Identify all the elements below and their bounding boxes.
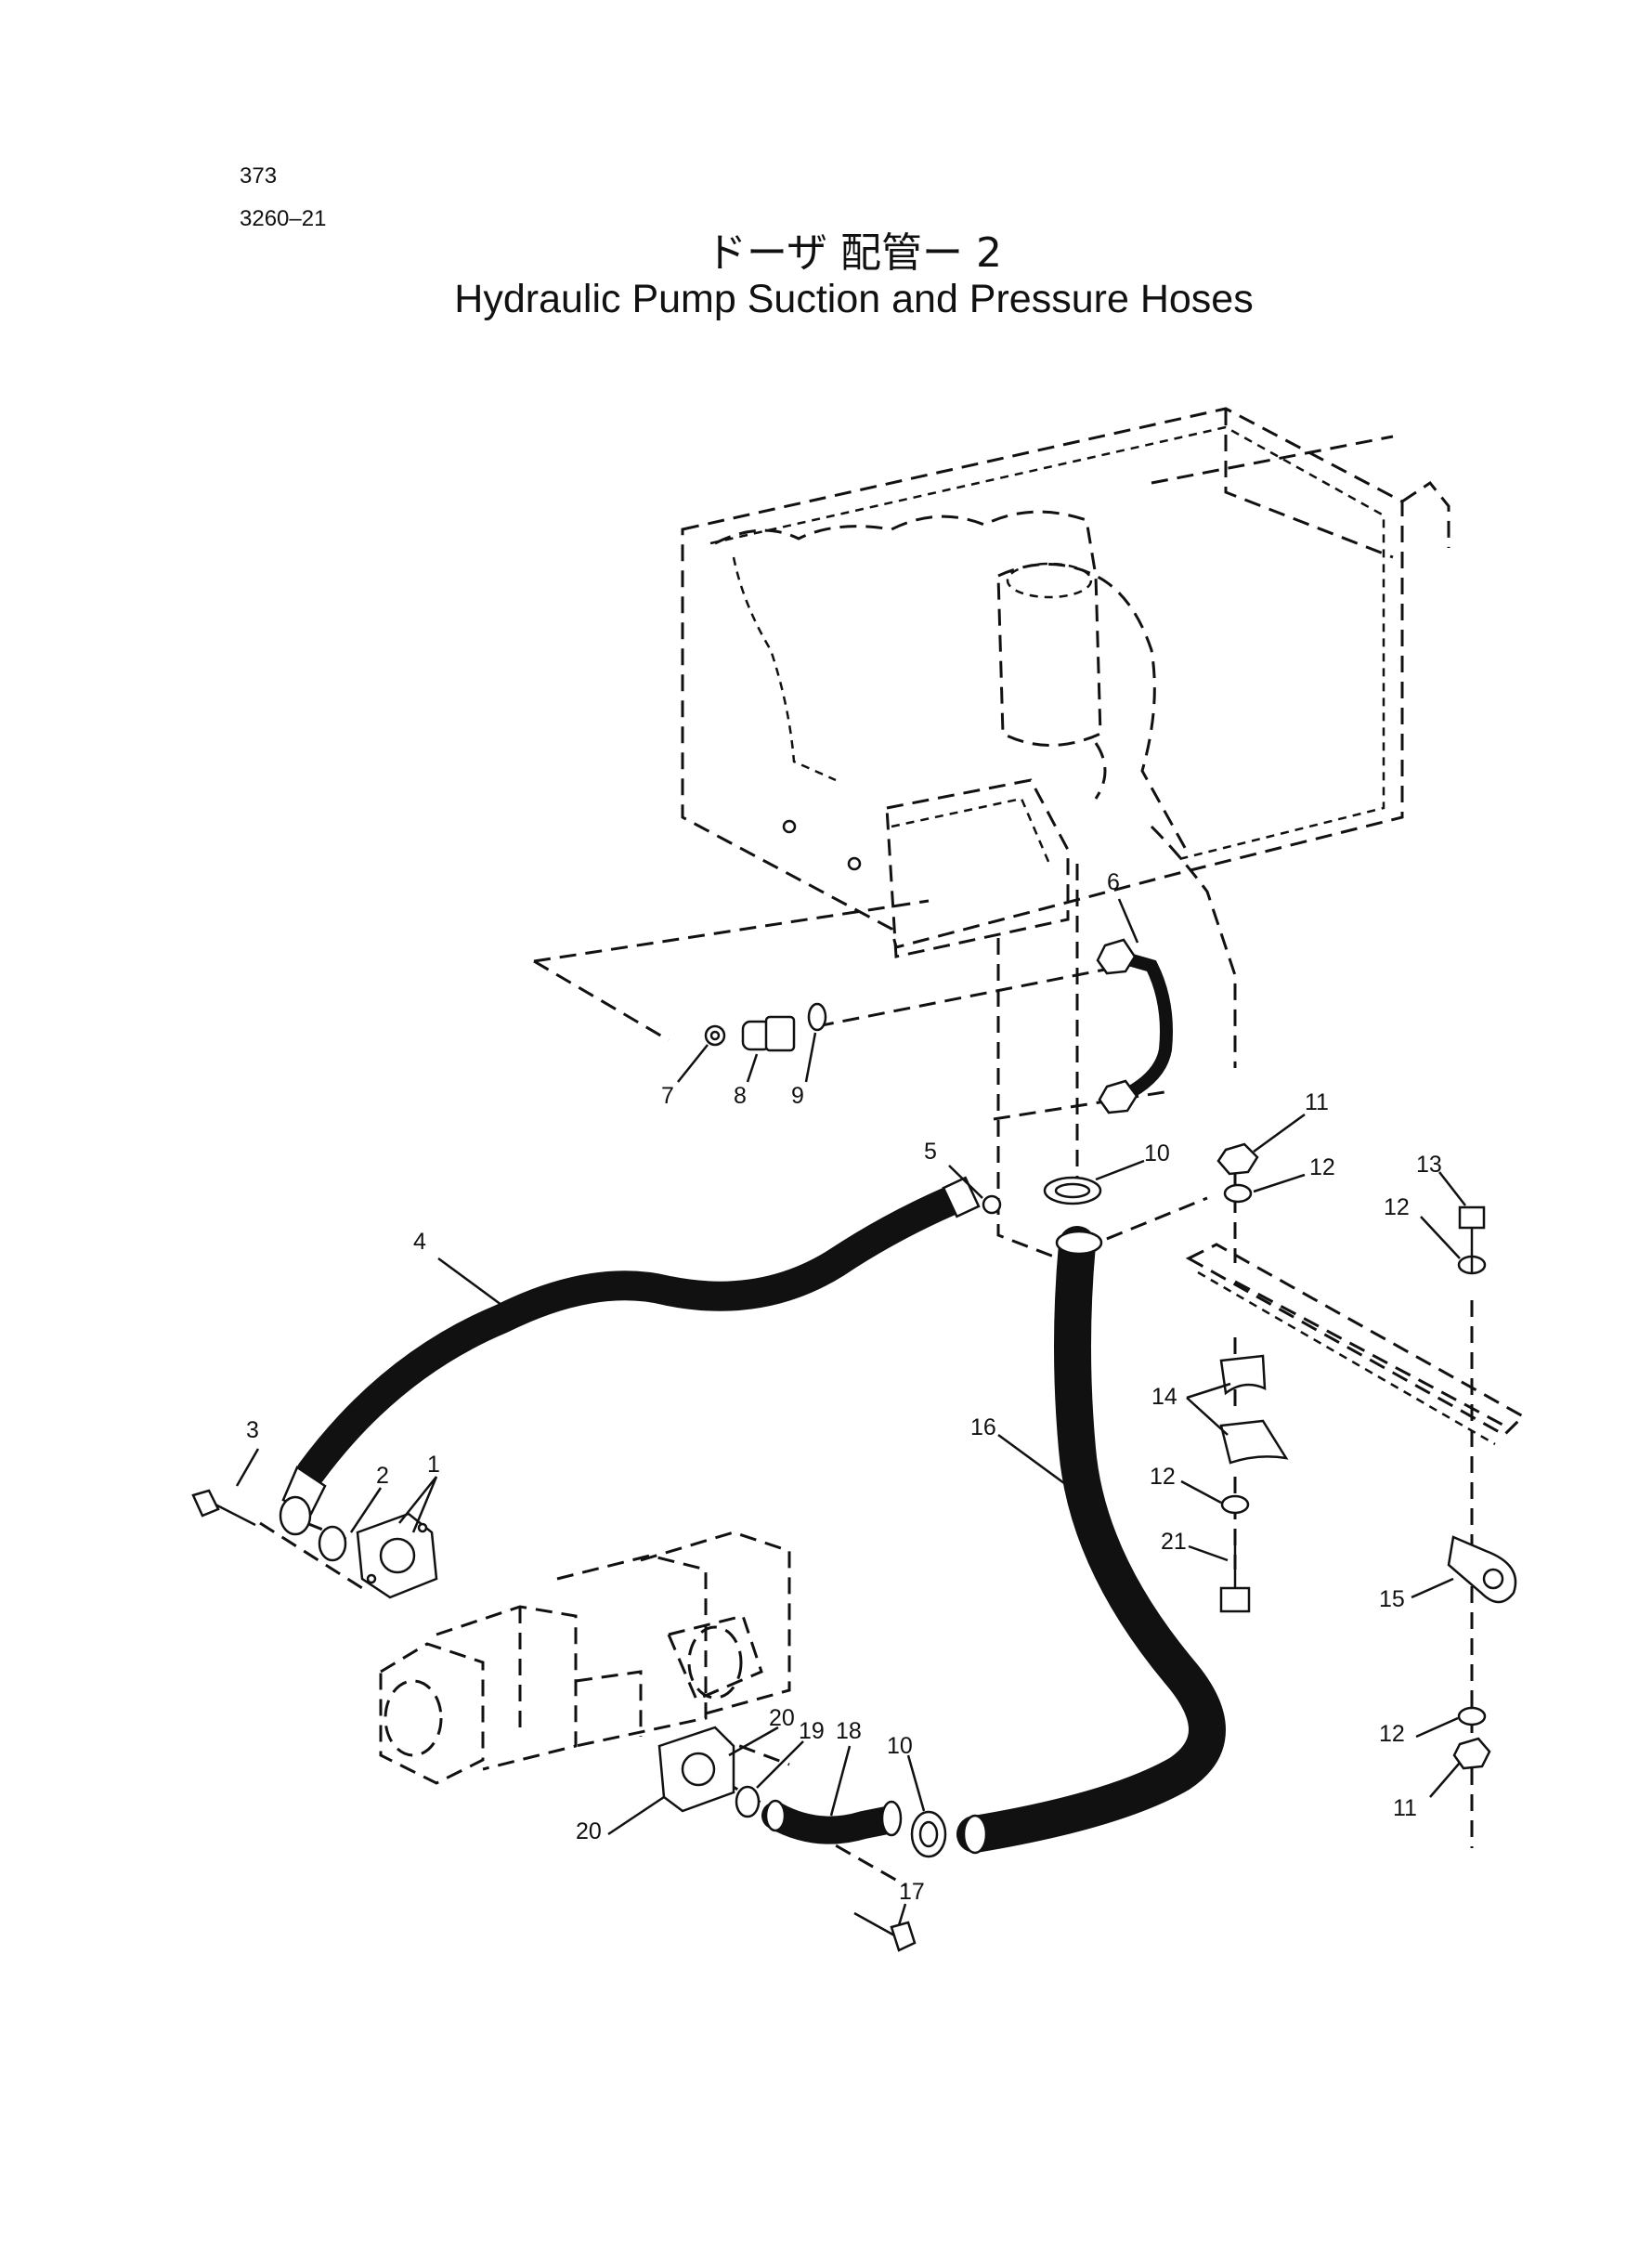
tube-6 (1096, 938, 1173, 1114)
callout-9: 9 (791, 1083, 804, 1109)
callout-leaders (235, 898, 1466, 1926)
bolt-17 (853, 1911, 917, 1952)
p-clamp-15 (1447, 1535, 1517, 1604)
group-code: 3260–21 (240, 206, 327, 231)
callout-16: 16 (970, 1414, 996, 1440)
hose-clamp-10-lower (910, 1810, 947, 1858)
callout-20-upper: 20 (769, 1705, 795, 1731)
washer-12-a (1223, 1183, 1253, 1204)
nut-11-upper (1216, 1142, 1259, 1176)
o-ring-19 (735, 1785, 761, 1818)
mounting-bracket (1185, 1243, 1526, 1446)
washer-5 (982, 1194, 1002, 1215)
callout-10-lower: 10 (887, 1733, 913, 1759)
callout-labels: 1 2 3 4 5 6 7 8 9 10 11 12 13 12 14 16 1… (246, 869, 1442, 1905)
bolt-3 (191, 1489, 256, 1527)
page-number: 373 (240, 163, 278, 189)
callout-21: 21 (1161, 1529, 1187, 1555)
o-ring-2 (318, 1525, 347, 1562)
hose-clamp-10-upper (1043, 1176, 1102, 1205)
callout-4: 4 (413, 1229, 426, 1255)
clamp-halves-14 (1219, 1354, 1289, 1465)
callout-13: 13 (1416, 1152, 1442, 1178)
fitting-group-7-8-9 (704, 1002, 827, 1052)
split-flange-20 (657, 1726, 735, 1813)
pressure-hose-4 (279, 1176, 981, 1536)
bolt-21 (1219, 1532, 1251, 1613)
hydraulic-tank-phantom (681, 407, 1450, 1068)
nut-11-lower (1452, 1737, 1491, 1770)
callout-12-d: 12 (1379, 1721, 1405, 1747)
title-english: Hydraulic Pump Suction and Pressure Hose… (454, 277, 1254, 321)
title-japanese: ドーザ 配管ー 2 (705, 229, 1003, 277)
washer-12-d (1457, 1706, 1487, 1726)
split-flange-1 (356, 1512, 438, 1599)
callout-7: 7 (661, 1083, 674, 1109)
callout-18: 18 (836, 1718, 862, 1744)
suction-hose-16 (956, 1226, 1226, 1855)
callout-19: 19 (799, 1718, 825, 1744)
callout-10-upper: 10 (1144, 1140, 1170, 1166)
callout-15: 15 (1379, 1586, 1405, 1612)
hydraulic-pump-phantom (379, 1531, 791, 1785)
callout-20-lower: 20 (576, 1818, 602, 1844)
callout-14: 14 (1151, 1384, 1177, 1410)
callout-6: 6 (1107, 869, 1120, 895)
washer-12-c (1220, 1494, 1250, 1515)
callout-3: 3 (246, 1417, 259, 1443)
callout-17: 17 (899, 1879, 925, 1905)
assembly-dash-lines (259, 864, 1505, 1887)
callout-1: 1 (427, 1452, 440, 1478)
elbow-fitting-18 (761, 1799, 903, 1844)
callout-8: 8 (734, 1083, 747, 1109)
callout-11-upper: 11 (1305, 1089, 1329, 1115)
callout-11-lower: 11 (1393, 1795, 1417, 1821)
bolt-13 (1458, 1205, 1486, 1272)
callout-12-b: 12 (1384, 1194, 1410, 1220)
callout-12-c: 12 (1150, 1464, 1176, 1490)
callout-12-a: 12 (1309, 1154, 1335, 1180)
callout-2: 2 (376, 1463, 389, 1489)
callout-5: 5 (924, 1139, 937, 1165)
